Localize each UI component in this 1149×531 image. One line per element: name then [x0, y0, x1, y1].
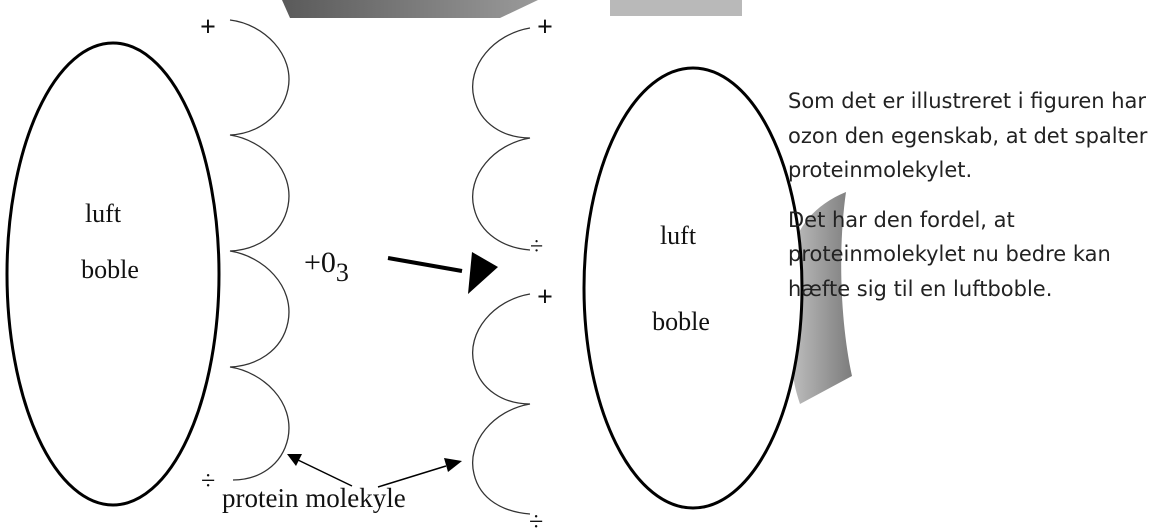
ozone-subscript: 3 [336, 258, 349, 287]
left-air-bubble: luft boble [5, 41, 221, 507]
explanation-paragraph-1: Som det er illustreret i figuren har ozo… [788, 89, 1148, 182]
reaction-arrow [387, 252, 498, 294]
left-bubble-label-line2: boble [81, 255, 139, 284]
ozone-symbol: 0 [321, 246, 336, 279]
ozone-plus-sign: + [304, 246, 321, 279]
decorative-shape-top-dark [282, 0, 538, 18]
charge-right-lower-bottom: ÷ [529, 507, 543, 531]
charge-right-upper-bottom: ÷ [530, 234, 543, 260]
right-air-bubble: luft boble [582, 66, 804, 510]
explanation-text: Som det er illustreret i figuren har ozo… [788, 84, 1148, 321]
left-bubble-label-line1: luft [85, 199, 122, 228]
charge-right-lower-top: + [537, 282, 553, 313]
protein-fragment-upper [472, 27, 531, 251]
explanation-paragraph-2: Det har den fordel, at proteinmolekylet … [788, 207, 1111, 301]
protein-molecule-label: protein molekyle [222, 483, 406, 513]
charge-left-top: + [200, 12, 216, 43]
decorative-shape-top-light [610, 0, 742, 16]
ozone-reagent-label: +03 [304, 246, 349, 287]
protein-fragment-lower [472, 293, 531, 515]
charge-right-upper-top: + [537, 12, 553, 43]
decorative-shape-right-arc [792, 192, 852, 404]
right-bubble-label-line1: luft [660, 221, 697, 250]
right-bubble-label-line2: boble [652, 307, 710, 336]
protein-chain-left: + ÷ [200, 12, 290, 495]
protein-label-pointers [287, 454, 462, 488]
protein-chain-right: + ÷ + ÷ [472, 12, 553, 531]
charge-left-bottom: ÷ [201, 466, 215, 495]
